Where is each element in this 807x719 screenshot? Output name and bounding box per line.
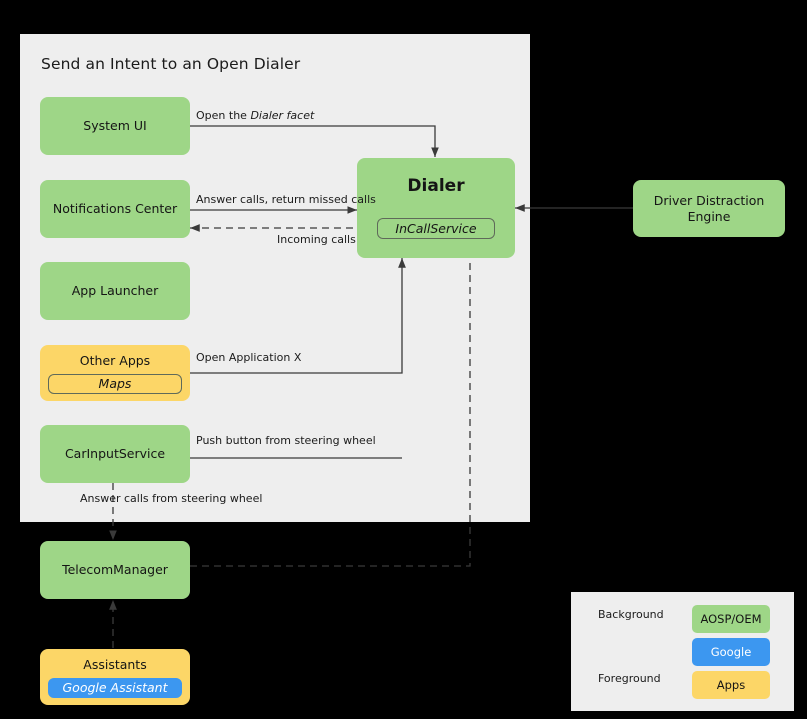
edge-label-open-dialer-facet-emphasis: Dialer facet — [250, 109, 315, 122]
node-car-input-service-label: CarInputService — [64, 446, 166, 462]
node-driver-distraction-engine-line2: Engine — [687, 208, 731, 224]
node-app-launcher-label: App Launcher — [71, 283, 159, 299]
edge-label-open-dialer-facet-prefix: Open the — [196, 109, 251, 122]
node-system-ui[interactable]: System UI — [40, 97, 190, 155]
edge-label-open-dialer-facet: Open the Dialer facet — [196, 110, 314, 121]
legend-background-label: Background — [598, 608, 664, 621]
edge-label-incoming-calls: Incoming calls — [277, 233, 356, 246]
page-title: Send an Intent to an Open Dialer — [41, 55, 301, 73]
node-assistants-label: Assistants — [83, 657, 147, 672]
legend-foreground-label: Foreground — [598, 672, 661, 685]
node-notifications-center[interactable]: Notifications Center — [40, 180, 190, 238]
chip-incallservice[interactable]: InCallService — [377, 218, 495, 239]
legend-swatch-apps: Apps — [692, 671, 770, 699]
node-notifications-center-label: Notifications Center — [52, 201, 178, 217]
edge-label-push-button-steering: Push button from steering wheel — [196, 434, 376, 447]
node-app-launcher[interactable]: App Launcher — [40, 262, 190, 320]
legend-swatch-aosp-oem: AOSP/OEM — [692, 605, 770, 633]
chip-google-assistant[interactable]: Google Assistant — [48, 678, 182, 698]
node-dialer-label: Dialer — [407, 176, 465, 196]
node-system-ui-label: System UI — [83, 118, 147, 134]
edge-label-open-application-x: Open Application X — [196, 351, 302, 364]
node-other-apps[interactable]: Other Apps Maps — [40, 345, 190, 401]
node-telecom-manager[interactable]: TelecomManager — [40, 541, 190, 599]
node-driver-distraction-engine[interactable]: Driver Distraction Engine — [633, 180, 785, 237]
edge-label-answer-calls-steering: Answer calls from steering wheel — [80, 492, 263, 505]
node-dialer[interactable]: Dialer InCallService — [357, 158, 515, 258]
node-telecom-manager-label: TelecomManager — [62, 562, 168, 578]
node-car-input-service[interactable]: CarInputService — [40, 425, 190, 483]
chip-maps[interactable]: Maps — [48, 374, 182, 394]
node-other-apps-label: Other Apps — [79, 353, 151, 368]
node-assistants[interactable]: Assistants Google Assistant — [40, 649, 190, 705]
legend-swatch-google: Google — [692, 638, 770, 666]
edge-label-answer-return-missed: Answer calls, return missed calls — [196, 193, 376, 206]
node-driver-distraction-engine-line1: Driver Distraction — [653, 192, 765, 208]
